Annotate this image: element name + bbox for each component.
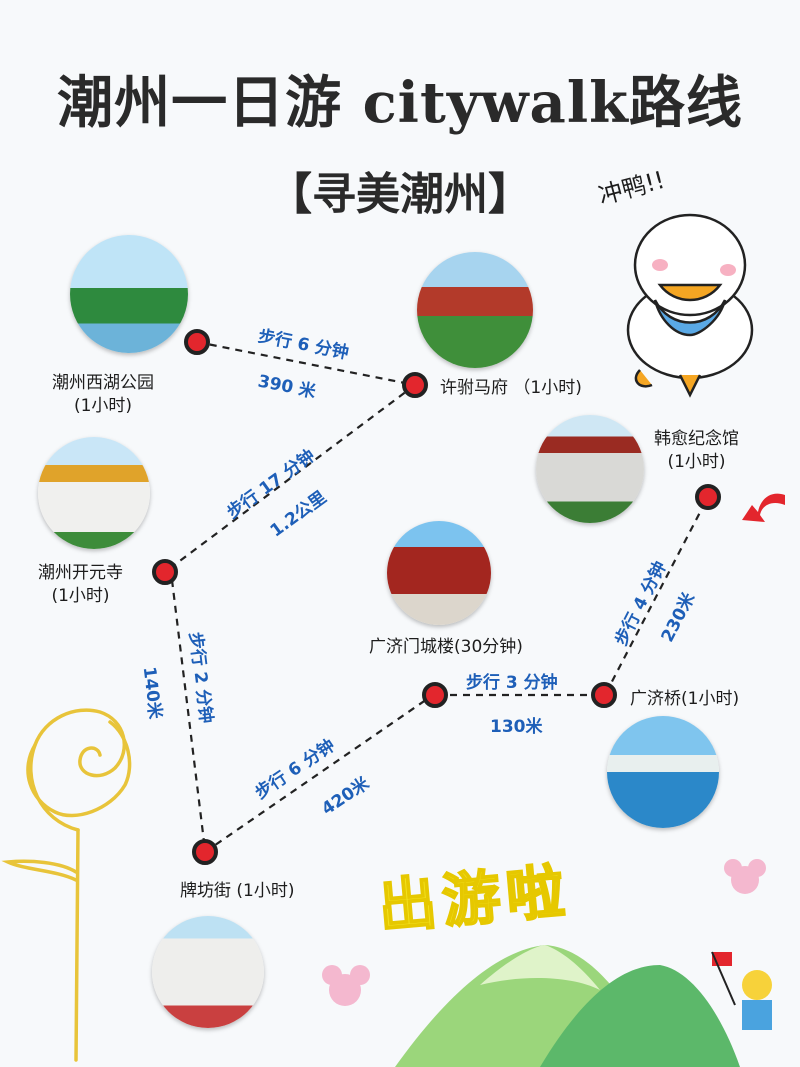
route-xufu-kaiyuan <box>164 384 416 573</box>
photo-guangjiqiao <box>607 716 719 828</box>
node-xihu[interactable] <box>184 329 210 355</box>
stop-xufu: 许驸马府 （1小时) <box>440 378 582 398</box>
leg-gjm-gjq-walk: 步行 3 分钟 <box>466 673 558 693</box>
photo-xufu <box>417 252 533 368</box>
stop-kaiyuan: 潮州开元寺 (1小时) <box>38 562 123 608</box>
stop-kaiyuan-time: (1小时) <box>51 585 110 606</box>
stop-paifang: 牌坊街 (1小时) <box>180 881 295 901</box>
leg-gjm-gjq-dist: 130米 <box>490 717 543 737</box>
route-paifang-gjm <box>204 694 434 853</box>
photo-xihu <box>70 235 188 353</box>
stop-guangjimen: 广济门城楼(30分钟) <box>369 637 523 657</box>
stop-xihu-name: 潮州西湖公园 <box>52 373 154 393</box>
node-hanyu[interactable] <box>695 484 721 510</box>
route-xihu-xufu <box>196 340 416 387</box>
route-gjq-hanyu <box>605 496 709 694</box>
photo-kaiyuan <box>38 437 150 549</box>
page-subtitle: 【寻美潮州】 <box>268 169 532 220</box>
stop-xihu: 潮州西湖公园 (1小时) <box>52 372 154 418</box>
photo-hanyu <box>536 415 644 523</box>
node-kaiyuan[interactable] <box>152 559 178 585</box>
hiker-icon <box>711 951 772 1030</box>
stop-guangjiqiao: 广济桥(1小时) <box>630 689 740 709</box>
stop-hanyu-name: 韩愈纪念馆 <box>654 429 739 449</box>
stop-kaiyuan-name: 潮州开元寺 <box>38 563 123 583</box>
stop-xihu-time: (1小时) <box>73 395 133 416</box>
stop-hanyu: 韩愈纪念馆 (1小时) <box>654 428 739 474</box>
node-paifang[interactable] <box>192 839 218 865</box>
pointer-arrow-icon <box>742 493 785 522</box>
route-kaiyuan-paifang <box>170 579 207 851</box>
photo-paifang <box>152 916 264 1028</box>
page-title: 潮州一日游 citywalk路线 <box>57 70 743 136</box>
node-xufu[interactable] <box>402 372 428 398</box>
mountains-icon <box>395 945 740 1067</box>
stop-hanyu-time: (1小时) <box>667 451 726 472</box>
photo-guangjimen <box>387 521 491 625</box>
rose-icon <box>1 708 132 1062</box>
node-guangjiqiao[interactable] <box>591 682 617 708</box>
sakura-icon <box>322 859 766 1006</box>
duck-mascot-icon <box>626 213 754 398</box>
node-guangjimen[interactable] <box>422 682 448 708</box>
cta-text: 出游啦 <box>375 856 574 942</box>
